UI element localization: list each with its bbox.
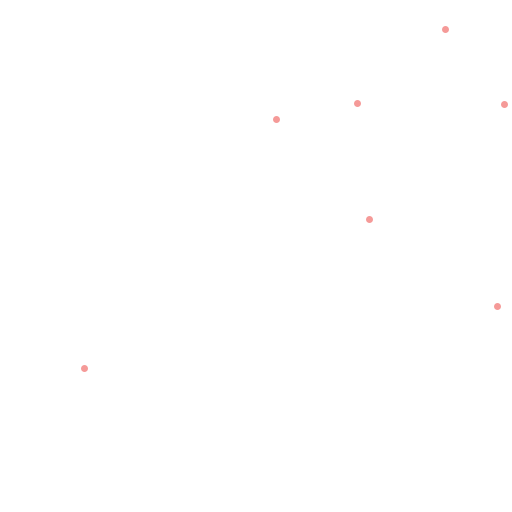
dot-icon: [353, 99, 361, 107]
dot-icon: [80, 364, 88, 372]
dot-icon: [365, 215, 373, 223]
dot-icon: [272, 115, 280, 123]
dot-icon: [441, 25, 449, 33]
dot-icon: [500, 100, 508, 108]
dot-icon: [493, 302, 501, 310]
